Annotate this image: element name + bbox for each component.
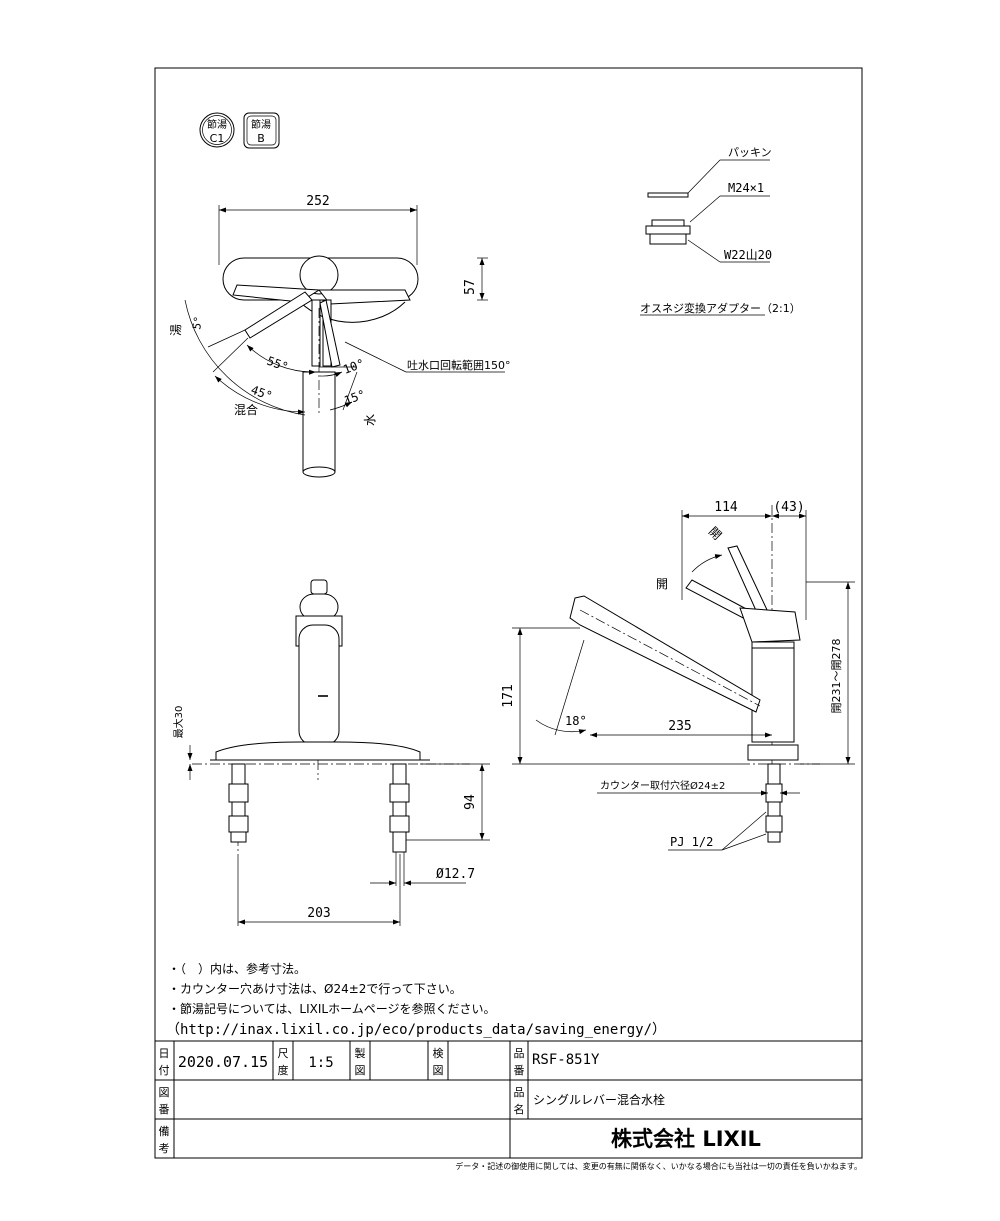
- dim-94: 94: [463, 794, 478, 810]
- water-saving-b-badge: 節湯 B: [243, 112, 280, 149]
- spout-range: 吐水口回転範囲150°: [407, 358, 511, 372]
- badge-b-top: 節湯: [251, 118, 271, 131]
- remarks-label-2: 考: [159, 1142, 170, 1155]
- notes: ・（ ）内は、参考寸法。 ・カウンター穴あけ寸法は、Ø24±2で行って下さい。 …: [166, 961, 666, 1038]
- badge-c1-top: 節湯: [207, 118, 227, 131]
- checked-label-2: 図: [433, 1064, 444, 1077]
- front-view: 最大30 94 Ø12.7 203: [172, 579, 490, 926]
- water-saving-c1-badge: 節湯 C1: [199, 112, 235, 148]
- date-value: 2020.07.15: [178, 1053, 268, 1071]
- label-mix: 混合: [234, 402, 258, 417]
- adapter-detail: パッキン M24×1 W22山20 オスネジ変換アダプター（2:1）: [640, 146, 801, 316]
- note-1: ・（ ）内は、参考寸法。: [168, 961, 306, 976]
- drawing-no-label-1: 図: [159, 1086, 170, 1099]
- dim-235: 235: [668, 719, 691, 734]
- note-2: ・カウンター穴あけ寸法は、Ø24±2で行って下さい。: [168, 981, 462, 996]
- product-name-label-1: 品: [514, 1086, 525, 1099]
- product-name-label-2: 名: [514, 1102, 525, 1116]
- dim-252: 252: [306, 194, 329, 209]
- angle-10: 10°: [341, 356, 366, 377]
- dim-57: 57: [463, 279, 478, 295]
- date-label-2: 付: [159, 1064, 170, 1077]
- drawing-border: [154, 67, 863, 1159]
- pj-label: PJ 1/2: [670, 835, 713, 849]
- side-view: 114 (43) 開 開 171 18° 235 開231〜開278: [501, 500, 855, 851]
- adapter-thread-w: W22山20: [724, 248, 772, 262]
- badge-c1-bottom: C1: [210, 132, 225, 145]
- badge-b-bottom: B: [257, 132, 265, 145]
- label-open-top: 開: [706, 524, 724, 542]
- dim-max-30: 最大30: [172, 706, 185, 739]
- dim-43: (43): [773, 500, 804, 515]
- dim-dia-12-7: Ø12.7: [436, 867, 475, 882]
- top-view: 252 57 湯 5° 55° 45° 10° 15° 混合: [169, 194, 511, 478]
- remarks-label-1: 備: [159, 1125, 170, 1138]
- checked-label-1: 検: [433, 1046, 444, 1060]
- disclaimer: データ・記述の御使用に関しては、変更の有無に関係なく、いかなる場合にも当社は一切…: [455, 1161, 862, 1171]
- angle-45: 45°: [249, 383, 274, 404]
- title-block: 日 付 2020.07.15 尺 度 1:5 製 図 検 図 品 番 RSF-8…: [155, 1040, 862, 1158]
- product-name-value: シングルレバー混合水栓: [533, 1092, 665, 1107]
- drawing-no-label-2: 番: [159, 1103, 170, 1116]
- adapter-caption: オスネジ変換アダプター（2:1）: [640, 301, 801, 315]
- drawn-label-2: 図: [355, 1064, 366, 1077]
- dim-114: 114: [714, 500, 738, 515]
- date-label-1: 日: [159, 1047, 170, 1060]
- scale-label-2: 度: [278, 1063, 289, 1077]
- label-cold: 水: [363, 414, 377, 426]
- note-3: ・節湯記号については、LIXILホームページを参照ください。: [168, 1001, 495, 1016]
- product-no-value: RSF-851Y: [532, 1052, 600, 1068]
- product-no-label-2: 番: [514, 1064, 525, 1077]
- angle-55: 55°: [265, 354, 290, 375]
- drawn-label-1: 製: [355, 1046, 366, 1060]
- dim-171: 171: [501, 684, 516, 707]
- angle-5: 5°: [190, 315, 205, 330]
- scale-label-1: 尺: [278, 1047, 289, 1060]
- company-logo: 株式会社 LIXIL: [611, 1127, 761, 1151]
- note-url: （http://inax.lixil.co.jp/eco/products_da…: [166, 1022, 666, 1038]
- label-open-side: 開: [656, 577, 668, 591]
- scale-value: 1:5: [308, 1055, 333, 1071]
- adapter-packing: パッキン: [728, 146, 772, 159]
- angle-15: 15°: [342, 387, 367, 408]
- label-hot: 湯: [169, 324, 183, 336]
- counter-hole-note: カウンター取付穴径Ø24±2: [600, 779, 725, 792]
- angle-18: 18°: [565, 714, 587, 728]
- product-no-label-1: 品: [514, 1047, 525, 1060]
- dim-height-range: 開231〜開278: [830, 639, 843, 714]
- dim-203: 203: [307, 906, 330, 921]
- adapter-thread-m: M24×1: [728, 181, 764, 195]
